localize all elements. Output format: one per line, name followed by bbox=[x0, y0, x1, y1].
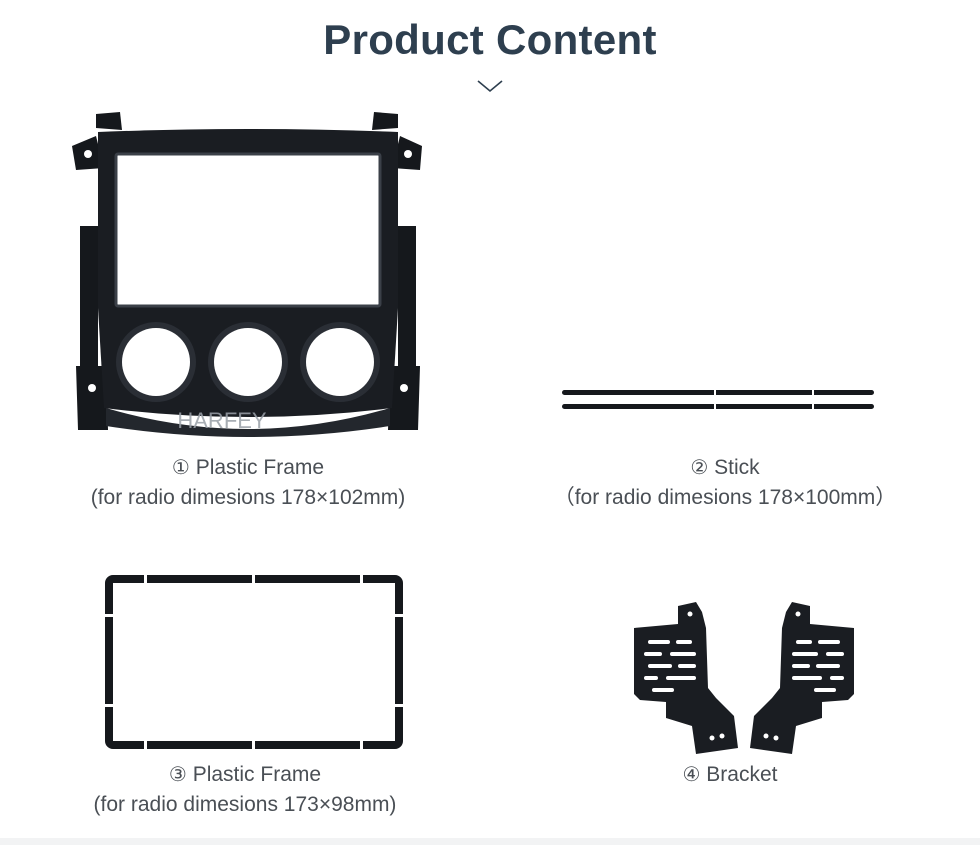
chevron-down-icon bbox=[477, 80, 503, 93]
bracket-image bbox=[634, 602, 854, 754]
plastic-frame-image: HARFEY bbox=[72, 112, 422, 437]
item-1-name: Plastic Frame bbox=[195, 456, 325, 479]
page-title: Product Content bbox=[323, 16, 657, 63]
item-3-number: ③ bbox=[168, 762, 187, 786]
item-2-spec: （for radio dimesions 178×100mm） bbox=[553, 486, 897, 509]
stick-image bbox=[562, 390, 874, 409]
item-2-number: ② bbox=[690, 455, 709, 479]
item-3-spec: (for radio dimesions 173×98mm) bbox=[93, 793, 397, 816]
item-4-number: ④ bbox=[682, 762, 701, 786]
item-2-name: Stick bbox=[714, 456, 760, 479]
item-1-caption: ① Plastic Frame (for radio dimesions 178… bbox=[48, 452, 448, 513]
item-1-number: ① bbox=[171, 455, 190, 479]
brand-watermark: HARFEY bbox=[177, 408, 267, 433]
item-4-caption: ④ Bracket bbox=[580, 759, 880, 790]
item-3-caption: ③ Plastic Frame (for radio dimesions 173… bbox=[45, 759, 445, 820]
item-2-caption: ② Stick （for radio dimesions 178×100mm） bbox=[520, 452, 930, 513]
item-4-name: Bracket bbox=[706, 763, 778, 786]
bottom-divider bbox=[0, 838, 980, 845]
item-3-name: Plastic Frame bbox=[192, 763, 322, 786]
item-1-spec: (for radio dimesions 178×102mm) bbox=[90, 486, 406, 509]
thin-frame-image bbox=[105, 575, 403, 749]
